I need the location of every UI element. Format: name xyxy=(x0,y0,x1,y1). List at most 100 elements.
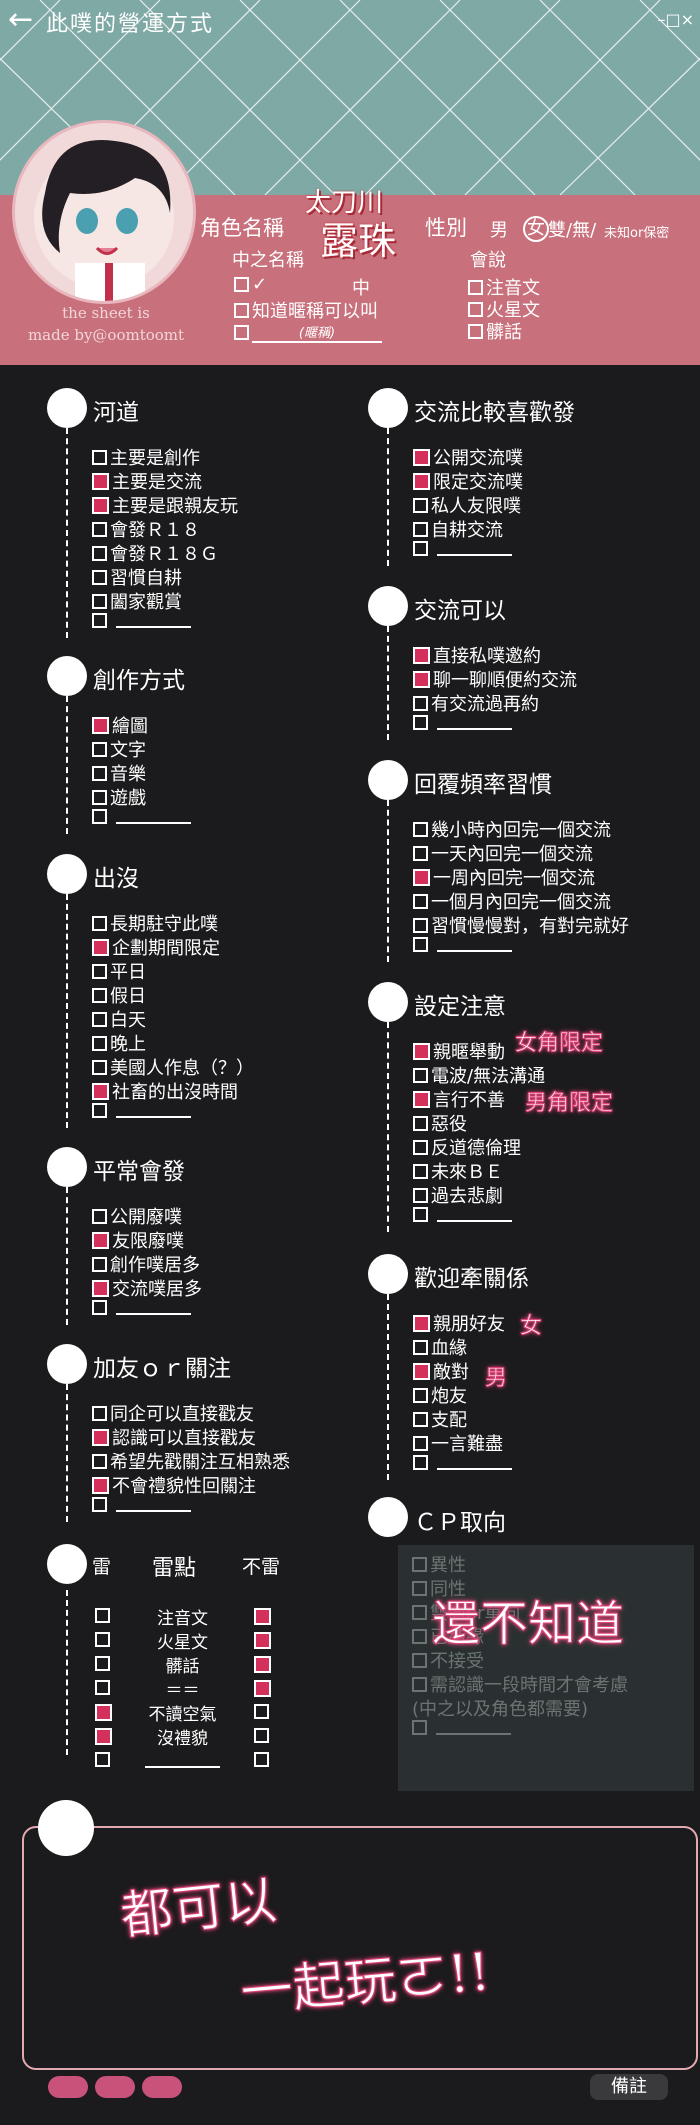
checkbox-icon[interactable] xyxy=(413,540,428,556)
cp-item[interactable] xyxy=(412,1719,511,1735)
checklist-item[interactable]: 晚上 xyxy=(92,1030,146,1056)
checkbox-icon[interactable] xyxy=(413,1387,428,1403)
checkbox-icon[interactable] xyxy=(92,765,107,781)
checklist-item[interactable]: 一言難盡 xyxy=(413,1430,503,1456)
checkbox-icon[interactable] xyxy=(413,1206,428,1222)
checkbox-icon[interactable] xyxy=(413,936,428,952)
checkbox-icon[interactable] xyxy=(92,789,107,805)
checklist-item[interactable]: 私人友限噗 xyxy=(413,492,521,518)
checkbox-icon[interactable] xyxy=(92,545,107,561)
checkbox-icon[interactable] xyxy=(413,1115,428,1131)
checklist-item[interactable]: 假日 xyxy=(92,982,146,1008)
checkbox-icon[interactable] xyxy=(92,612,107,628)
checklist-item[interactable]: 親暱舉動 xyxy=(413,1038,505,1064)
checkbox-checked-icon[interactable] xyxy=(254,1632,271,1649)
checklist-item[interactable] xyxy=(92,1102,191,1118)
checkbox-icon[interactable] xyxy=(413,1339,428,1355)
checklist-item[interactable]: 聊一聊順便約交流 xyxy=(413,666,577,692)
nakanohito-check[interactable]: ✓ xyxy=(234,274,267,295)
checkbox-checked-icon[interactable] xyxy=(254,1680,271,1697)
speaks-item[interactable]: 髒話 xyxy=(468,318,522,344)
checkbox-icon[interactable] xyxy=(413,497,428,513)
checkbox-icon[interactable] xyxy=(95,1608,110,1623)
checkbox-icon[interactable] xyxy=(413,695,428,711)
checkbox-icon[interactable] xyxy=(413,1163,428,1179)
checkbox-icon[interactable] xyxy=(413,821,428,837)
checkbox-icon[interactable] xyxy=(92,1035,107,1051)
checklist-item[interactable]: 自耕交流 xyxy=(413,516,503,542)
back-arrow-icon[interactable]: ← xyxy=(8,2,34,37)
checkbox-checked-icon[interactable] xyxy=(254,1656,271,1673)
checklist-item[interactable]: 友限廢噗 xyxy=(92,1227,184,1253)
checkbox-checked-icon[interactable] xyxy=(92,1279,109,1297)
cp-item[interactable]: 同性 xyxy=(412,1575,466,1601)
checklist-item[interactable]: 公開廢噗 xyxy=(92,1203,182,1229)
checkbox-icon[interactable] xyxy=(92,963,107,979)
checkbox-icon[interactable] xyxy=(92,1256,107,1272)
checklist-item[interactable] xyxy=(413,540,512,556)
checkbox-icon[interactable] xyxy=(95,1752,110,1767)
checkbox-icon[interactable] xyxy=(92,1453,107,1469)
note-button[interactable]: 備註 xyxy=(590,2074,668,2100)
checkbox-icon[interactable] xyxy=(412,1676,427,1692)
checklist-item[interactable]: 不會禮貌性回關注 xyxy=(92,1472,256,1498)
checklist-item[interactable]: 會發Ｒ１８ xyxy=(92,516,200,542)
checkbox-icon[interactable] xyxy=(95,1632,110,1647)
gender-male[interactable]: 男 xyxy=(490,220,508,241)
checkbox-icon[interactable] xyxy=(413,1187,428,1203)
checklist-item[interactable]: 長期駐守此噗 xyxy=(92,910,218,936)
checklist-item[interactable] xyxy=(92,1299,191,1315)
checklist-item[interactable] xyxy=(413,936,512,952)
cp-item[interactable]: 不接受 xyxy=(412,1647,484,1673)
checkbox-checked-icon[interactable] xyxy=(413,1090,430,1108)
checklist-item[interactable]: 美國人作息（？） xyxy=(92,1054,254,1080)
checklist-item[interactable]: 白天 xyxy=(92,1006,146,1032)
checkbox-checked-icon[interactable] xyxy=(413,646,430,664)
checkbox-checked-icon[interactable] xyxy=(413,1042,430,1060)
checklist-item[interactable]: 惡役 xyxy=(413,1110,467,1136)
checkbox-checked-icon[interactable] xyxy=(92,716,109,734)
checklist-item[interactable]: 繪圖 xyxy=(92,712,148,738)
checkbox-icon[interactable] xyxy=(413,1435,428,1451)
checkbox-icon[interactable] xyxy=(92,987,107,1003)
checklist-item[interactable]: 親朋好友 xyxy=(413,1310,505,1336)
checkbox-icon[interactable] xyxy=(413,845,428,861)
checklist-item[interactable]: 過去悲劇 xyxy=(413,1182,503,1208)
checklist-item[interactable]: 希望先戳關注互相熟悉 xyxy=(92,1448,290,1474)
checklist-item[interactable]: 反道德倫理 xyxy=(413,1134,521,1160)
checklist-item[interactable]: 一周內回完一個交流 xyxy=(413,864,595,890)
checklist-item[interactable]: 公開交流噗 xyxy=(413,444,523,470)
checklist-item[interactable]: 炮友 xyxy=(413,1382,467,1408)
speaks-item[interactable]: 火星文 xyxy=(468,296,540,322)
checklist-item[interactable]: 音樂 xyxy=(92,760,146,786)
checkbox-icon[interactable] xyxy=(92,449,107,465)
checklist-item[interactable]: 認識可以直接戳友 xyxy=(92,1424,256,1450)
checkbox-icon[interactable] xyxy=(95,1680,110,1695)
checklist-item[interactable]: 主要是跟親友玩 xyxy=(92,492,238,518)
checklist-item[interactable]: 習慣自耕 xyxy=(92,564,182,590)
checkbox-checked-icon[interactable] xyxy=(92,1082,109,1100)
checkbox-icon[interactable] xyxy=(95,1656,110,1671)
cp-item[interactable]: 需認識一段時間才會考慮 xyxy=(412,1671,628,1697)
checkbox-icon[interactable] xyxy=(413,893,428,909)
checkbox-icon[interactable] xyxy=(92,741,107,757)
checkbox-checked-icon[interactable] xyxy=(92,1476,109,1494)
checkbox-icon[interactable] xyxy=(234,325,249,340)
checkbox-icon[interactable] xyxy=(92,1059,107,1075)
checkbox-icon[interactable] xyxy=(92,808,107,824)
checklist-item[interactable]: 敵對 xyxy=(413,1358,469,1384)
checklist-item[interactable]: 企劃期間限定 xyxy=(92,934,220,960)
checklist-item[interactable]: 會發Ｒ１８Ｇ xyxy=(92,540,218,566)
checkbox-checked-icon[interactable] xyxy=(413,1314,430,1332)
checklist-item[interactable]: 一天內回完一個交流 xyxy=(413,840,593,866)
checkbox-icon[interactable] xyxy=(92,1496,107,1512)
checklist-item[interactable]: 遊戲 xyxy=(92,784,146,810)
checkbox-icon[interactable] xyxy=(92,1102,107,1118)
cp-item[interactable]: 已結緣 xyxy=(412,1623,484,1649)
checkbox-checked-icon[interactable] xyxy=(468,301,483,317)
checklist-item[interactable]: 有交流過再約 xyxy=(413,690,539,716)
checklist-item[interactable]: 主要是創作 xyxy=(92,444,200,470)
checkbox-checked-icon[interactable] xyxy=(413,670,430,688)
checkbox-icon[interactable] xyxy=(412,1580,427,1596)
checklist-item[interactable]: 幾小時內回完一個交流 xyxy=(413,816,611,842)
